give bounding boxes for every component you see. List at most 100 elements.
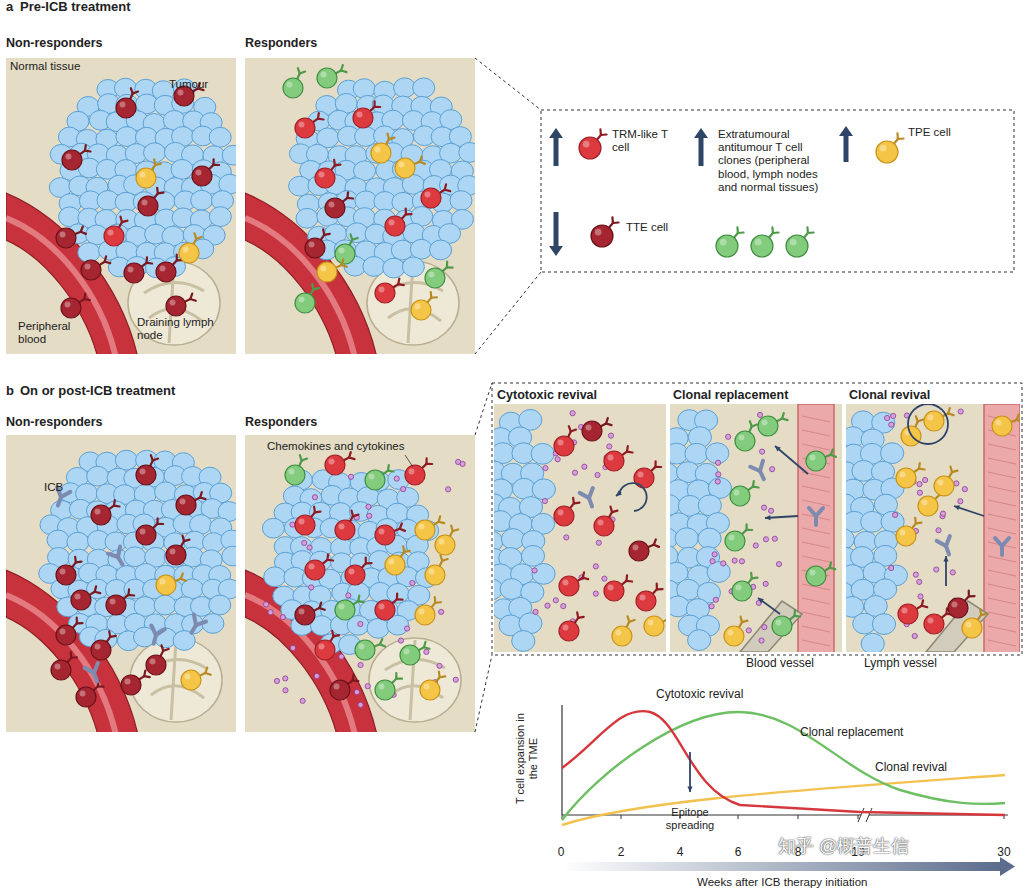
cell-highlight	[439, 539, 445, 545]
tumour-cell	[338, 488, 360, 508]
cell-highlight	[95, 644, 101, 650]
cytokine-dot	[768, 508, 773, 513]
tcr-receptor	[84, 145, 87, 151]
t-cell	[76, 687, 96, 707]
tcr-receptor	[333, 635, 339, 636]
tcr-receptor	[351, 234, 353, 239]
tcr-receptor	[131, 88, 133, 93]
tcr-receptor	[113, 500, 116, 506]
tumour-cell	[861, 429, 884, 450]
tcr-receptor	[312, 284, 313, 290]
cytokine-dot	[432, 680, 437, 685]
cell-highlight	[65, 302, 71, 308]
tumour-cell	[117, 514, 139, 534]
tcr-receptor	[748, 578, 752, 583]
tcr-receptor	[440, 675, 446, 678]
tcr-receptor	[742, 530, 746, 534]
cytokine-dot	[922, 477, 927, 482]
tcr-receptor	[439, 516, 440, 521]
t-cell	[579, 137, 601, 159]
tumour-cell	[284, 518, 306, 538]
tcr-receptor	[173, 260, 177, 264]
t-cell	[924, 614, 944, 634]
tcr-receptor	[326, 554, 329, 560]
cytokine-dot	[533, 609, 538, 614]
vessel-stripe	[802, 500, 830, 506]
cell-highlight	[633, 545, 639, 551]
t-cell	[962, 618, 982, 638]
cytokine-dot	[263, 602, 268, 607]
arrow-head	[943, 556, 948, 561]
tumour-cell	[154, 517, 176, 537]
tumour-cell	[57, 518, 79, 538]
cell-highlight	[638, 472, 644, 478]
tumour-cell	[407, 552, 429, 572]
tumour-cell	[685, 443, 708, 464]
tcr-receptor	[162, 645, 164, 650]
tcr-receptor	[153, 459, 158, 461]
cell-highlight	[299, 609, 305, 615]
cytokine-dot	[564, 535, 569, 540]
t-cell	[806, 566, 826, 586]
tumour-cell	[358, 521, 380, 541]
t-cell	[948, 598, 968, 618]
tumour-cell	[50, 144, 72, 164]
tcr-receptor	[427, 463, 433, 465]
tumour-cell	[386, 503, 408, 523]
tumour-cell	[289, 144, 311, 164]
legend-text: TPE cell	[908, 126, 968, 139]
cytokine-dot	[732, 558, 737, 563]
vessel-stripe	[988, 416, 1016, 422]
panel-label: Normal tissue	[10, 60, 100, 73]
tumour-cell	[678, 495, 701, 516]
tcr-receptor	[71, 656, 77, 659]
zoom-line	[475, 272, 541, 354]
tumour-cell	[677, 547, 700, 568]
tumour-cell	[509, 514, 532, 535]
tcr-receptor	[84, 299, 90, 300]
tumour-cell	[308, 226, 330, 246]
tcr-receptor	[609, 223, 613, 228]
tumour-cell	[670, 513, 690, 534]
legend-text: TRM-like T cell	[612, 128, 682, 154]
tcr-receptor	[313, 119, 318, 123]
blood-vessel	[6, 570, 138, 732]
tumour-cell	[218, 502, 236, 522]
lymph-node	[367, 261, 459, 345]
tumour-cell	[291, 551, 313, 571]
tumour-cell	[174, 191, 196, 211]
tumour-cell	[846, 547, 857, 568]
tumour-cell	[164, 142, 186, 162]
tumour-cell	[499, 548, 522, 569]
tcr-receptor	[145, 257, 148, 263]
tcr-receptor	[76, 618, 78, 624]
vessel-stripe	[988, 486, 1016, 492]
cytokine-dot	[339, 654, 344, 659]
tumour-cell	[328, 473, 350, 493]
cytokine-dot	[590, 434, 595, 439]
tumour-cell	[368, 471, 390, 491]
tumour-cell	[69, 613, 91, 633]
cytokine-dot	[545, 603, 550, 608]
tumour-cell	[335, 160, 357, 180]
tumour-cell	[281, 600, 303, 620]
tcr-receptor	[965, 596, 969, 600]
tumour-cell	[331, 538, 353, 558]
tcr-receptor	[146, 262, 152, 265]
arrow-head	[954, 505, 960, 510]
cytokine-dot	[460, 461, 465, 466]
cytokine-dot	[302, 540, 307, 545]
vessel-stripe	[988, 584, 1016, 590]
t-cell	[924, 411, 944, 431]
t-cell	[898, 604, 918, 624]
tumour-cell	[853, 613, 876, 634]
tumour-cell	[67, 532, 89, 552]
cytokine-dot	[606, 588, 611, 593]
vessel-stripe	[988, 556, 1016, 562]
tumour-cell	[153, 162, 175, 182]
tcr-receptor	[606, 423, 611, 425]
tumour-cell	[174, 597, 196, 617]
tcr-receptor	[383, 471, 388, 475]
tumour-cell	[203, 146, 225, 166]
tumour-cell	[108, 550, 130, 570]
